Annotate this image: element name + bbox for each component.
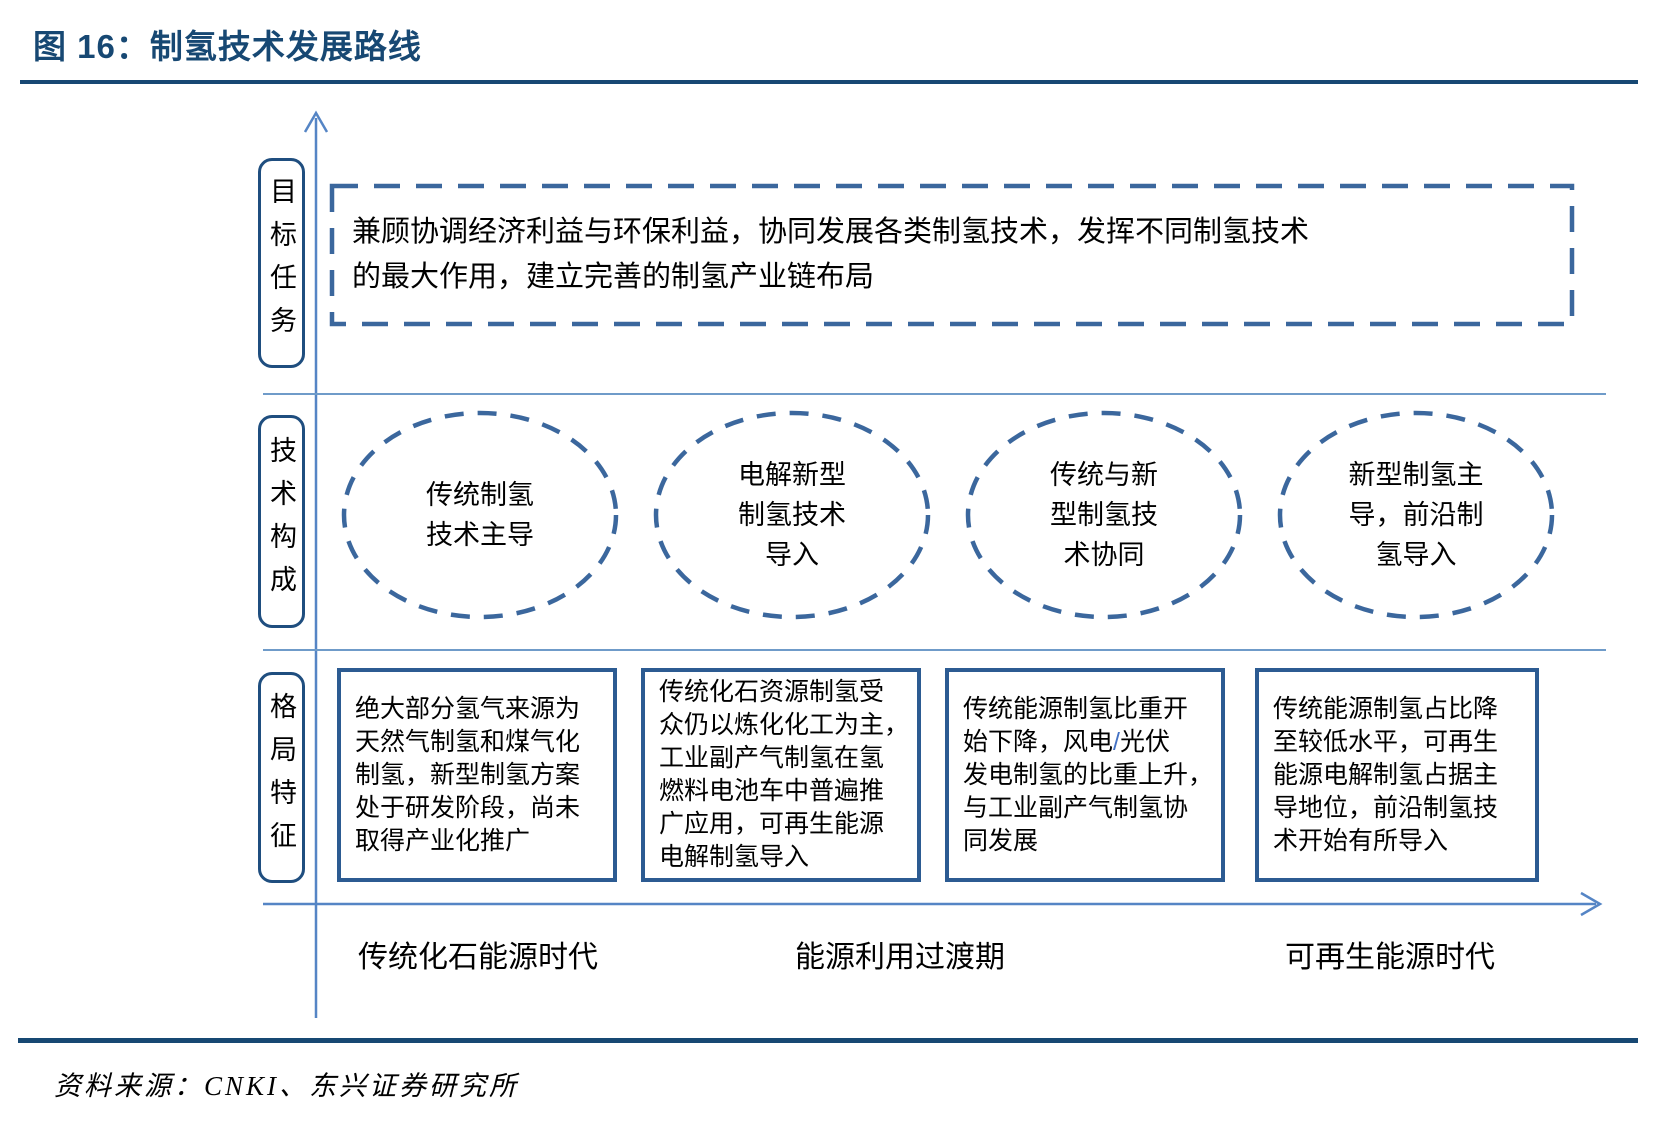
title-underline (20, 80, 1638, 84)
pattern-box-3: 传统能源制氢比重开 始下降，风电/光伏 发电制氢的比重上升， 与工业副产气制氢协… (945, 668, 1225, 882)
bottom-rule (18, 1038, 1638, 1043)
tech-stage-1-text: 传统制氢 技术主导 (426, 480, 534, 550)
source-note: 资料来源：CNKI、东兴证券研究所 (54, 1071, 520, 1101)
pattern-box-4-text: 传统能源制氢占比降 至较低水平，可再生 能源电解制氢占据主 导地位，前沿制氢技 … (1273, 694, 1499, 855)
era-label-2: 能源利用过渡期 (795, 941, 1005, 974)
pattern-box-3-text: 传统能源制氢比重开 始下降，风电/光伏 发电制氢的比重上升， 与工业副产气制氢协… (949, 693, 1221, 858)
pattern-box-2: 传统化石资源制氢受 众仍以炼化化工为主， 工业副产气制氢在氢 燃料电池车中普遍推… (641, 668, 921, 882)
goal-box-dashed-border (329, 183, 1575, 327)
pattern-box-3-text-post: 光伏 发电制氢的比重上升， 与工业副产气制氢协 同发展 (963, 727, 1214, 855)
tech-stage-3-text: 传统与新 型制氢技 术协同 (1050, 460, 1158, 570)
pattern-box-3-slash: / (1113, 727, 1120, 756)
tech-ellipse-1-border (341, 410, 619, 620)
pattern-box-1-text: 绝大部分氢气来源为 天然气制氢和煤气化 制氢，新型制氢方案 处于研发阶段，尚未 … (355, 694, 581, 855)
row-label-tech: 技术构成 (258, 415, 305, 628)
era-label-3: 可再生能源时代 (1285, 941, 1495, 974)
tech-ellipse-4-border (1277, 410, 1555, 620)
tech-stage-2-text: 电解新型 制氢技术 导入 (738, 460, 846, 570)
figure-title: 图 16：制氢技术发展路线 (33, 28, 422, 65)
pattern-box-2-text: 传统化石资源制氢受 众仍以炼化化工为主， 工业副产气制氢在氢 燃料电池车中普遍推… (659, 678, 910, 871)
goal-task-text: 兼顾协调经济利益与环保利益，协同发展各类制氢技术，发挥不同制氢技术 的最大作用，… (352, 216, 1310, 293)
tech-stage-4-text: 新型制氢主 导，前沿制 氢导入 (1348, 460, 1484, 570)
row-label-goal: 目标任务 (258, 158, 305, 368)
tech-ellipse-3-border (965, 410, 1243, 620)
row-label-pattern: 格局特征 (258, 672, 305, 883)
x-axis-arrow-icon (1580, 891, 1603, 917)
era-label-1: 传统化石能源时代 (358, 941, 598, 974)
tech-ellipse-2-border (653, 410, 931, 620)
pattern-box-4: 传统能源制氢占比降 至较低水平，可再生 能源电解制氢占据主 导地位，前沿制氢技 … (1255, 668, 1539, 882)
pattern-box-3-text-pre: 传统能源制氢比重开 始下降，风电 (963, 694, 1189, 756)
pattern-box-1: 绝大部分氢气来源为 天然气制氢和煤气化 制氢，新型制氢方案 处于研发阶段，尚未 … (337, 668, 617, 882)
y-axis-arrow-icon (303, 110, 329, 133)
